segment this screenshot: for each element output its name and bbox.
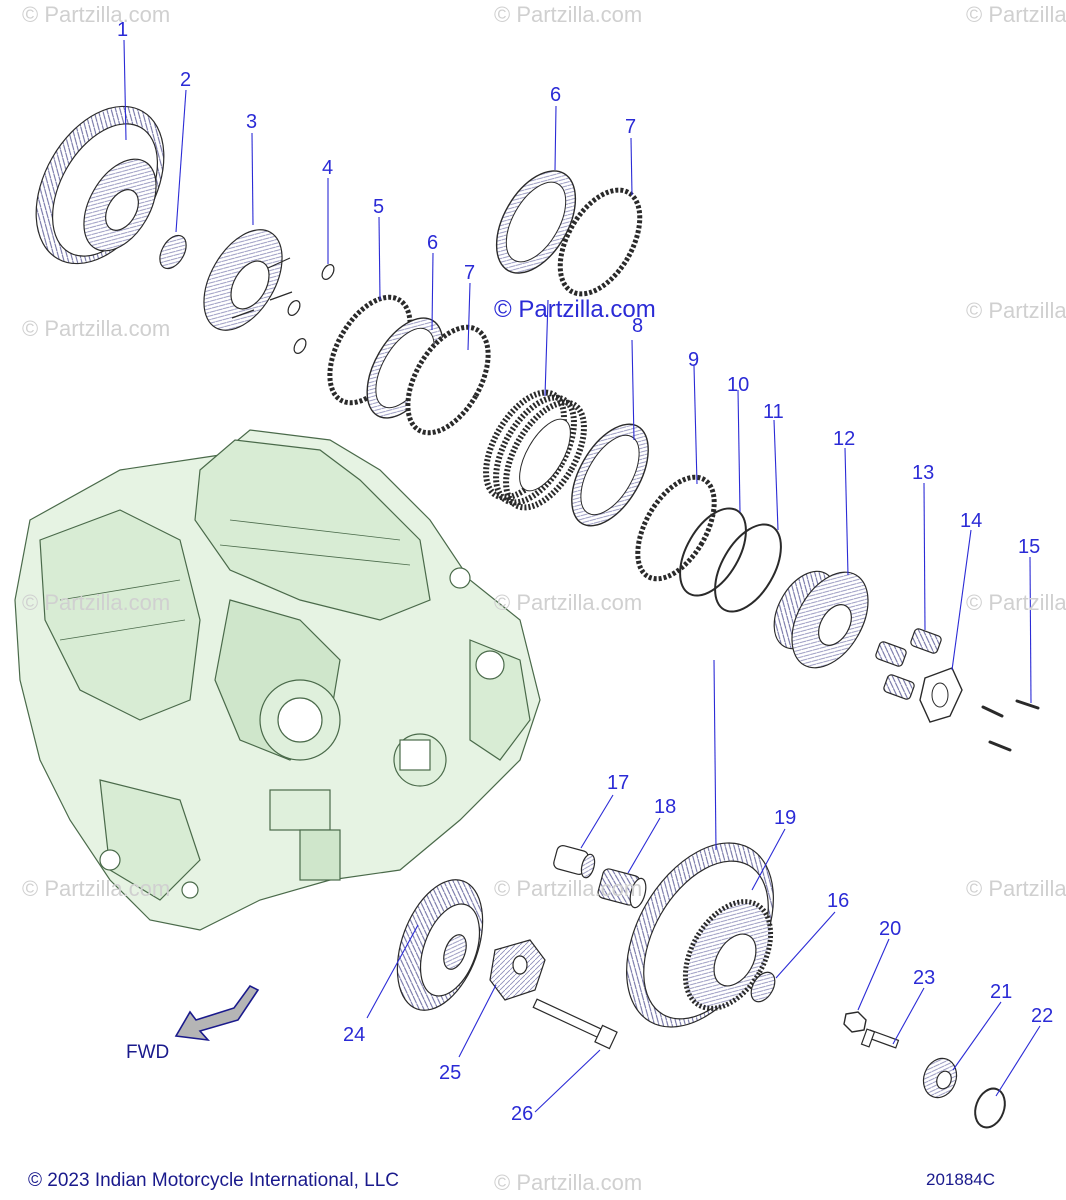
- part-23-bolt: [860, 1028, 900, 1049]
- watermark: © Partzilla.com: [22, 590, 171, 615]
- callout-2: 2: [180, 69, 192, 91]
- part-22-snap-ring: [974, 1087, 1006, 1129]
- callout-14: 14: [960, 510, 983, 532]
- watermark: © Partzilla.com: [22, 316, 171, 341]
- callout-1: 1: [117, 19, 129, 41]
- callout-12: 12: [833, 428, 856, 450]
- watermark: © Partzilla.com: [494, 2, 643, 27]
- center-watermark: © Partzilla.com: [494, 296, 656, 323]
- leader-lines: [123, 39, 1041, 1113]
- callout-4: 4: [322, 157, 334, 179]
- part-21-bearing: [922, 1057, 958, 1099]
- part-26-bolt: [532, 998, 618, 1050]
- callout-26: 26: [511, 1103, 534, 1125]
- part-15-bolts: [981, 699, 1040, 752]
- callout-15: 15: [1018, 536, 1041, 558]
- callout-18: 18: [654, 796, 677, 818]
- fwd-arrow-icon: [174, 984, 260, 1042]
- callout-7: 7: [625, 116, 637, 138]
- part-9-friction-plate: [635, 474, 717, 582]
- part-17-bushing: [553, 845, 596, 879]
- callout-16: 16: [827, 890, 850, 912]
- part-18-needle-bearing: [597, 868, 647, 909]
- callout-23: 23: [913, 967, 936, 989]
- callout-20: 20: [879, 918, 902, 940]
- watermark: © Partzilla.com: [22, 876, 171, 901]
- part-7-friction-plate-top: [557, 187, 643, 297]
- callout-11: 11: [763, 401, 784, 423]
- part-20-nut: [843, 1011, 867, 1033]
- callout-25: 25: [439, 1062, 462, 1084]
- part-8-plate-stack: [483, 389, 587, 511]
- part-6-inner-top: [505, 181, 567, 263]
- callout-5: 5: [373, 196, 385, 218]
- part-14-hole: [931, 682, 949, 708]
- part-16-washer: [750, 971, 776, 1003]
- part-12-pressure-plate: [773, 570, 869, 669]
- callout-24: 24: [343, 1024, 366, 1046]
- callout-13: 13: [912, 462, 935, 484]
- part-24-gear: [396, 879, 484, 1011]
- callout-6: 6: [427, 232, 439, 254]
- fwd-label: FWD: [126, 1042, 170, 1063]
- part-11-wire-ring: [714, 523, 782, 613]
- part-1-clutch-housing-gear: [35, 105, 165, 265]
- part-2-washer: [159, 234, 187, 270]
- callout-10: 10: [727, 374, 750, 396]
- watermark: © Partzilla.com: [966, 876, 1066, 901]
- callout-17: 17: [607, 772, 630, 794]
- watermark: © Partzilla.com: [22, 2, 171, 27]
- part-25-spacer: [489, 939, 546, 1001]
- part-19-clutch-basket: [626, 842, 774, 1028]
- watermark: © Partzilla.com: [494, 876, 643, 901]
- part-10-wire-ring: [679, 507, 747, 597]
- callout-3: 3: [246, 111, 258, 133]
- callout-21: 21: [990, 981, 1013, 1003]
- diagram-code: 201884C: [926, 1170, 996, 1189]
- callout-9: 9: [688, 349, 700, 371]
- callout-8: 8: [632, 315, 644, 337]
- copyright-notice: © 2023 Indian Motorcycle International, …: [28, 1170, 399, 1191]
- callout-19: 19: [774, 807, 797, 829]
- part-7-friction-plate-left: [405, 324, 491, 436]
- callout-7: 7: [464, 262, 476, 284]
- part-3-hub-plate: [203, 229, 293, 331]
- callout-22: 22: [1031, 1005, 1054, 1027]
- watermark: © Partzilla.com: [966, 590, 1066, 615]
- part-4-rings: [287, 264, 335, 354]
- watermark: © Partzilla.com: [966, 298, 1066, 323]
- part-13-springs: [875, 628, 942, 700]
- engine-block: [14, 429, 541, 931]
- watermark: © Partzilla.com: [966, 2, 1066, 27]
- callout-6: 6: [550, 84, 562, 106]
- watermark: © Partzilla.com: [494, 590, 643, 615]
- watermark: © Partzilla.com: [494, 1170, 643, 1195]
- part-8-inner: [580, 434, 640, 516]
